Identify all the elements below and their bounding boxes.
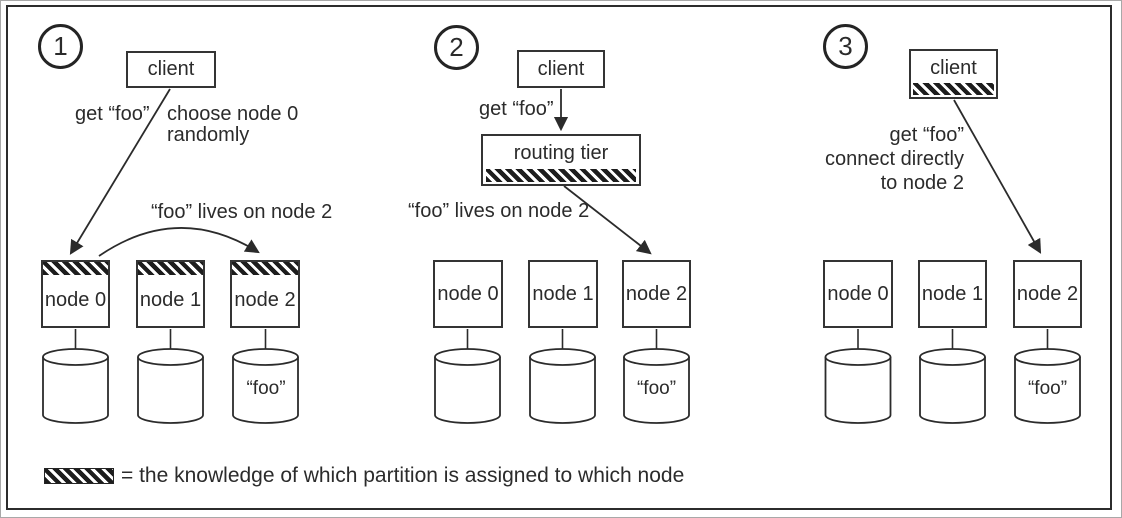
- node-label: node 1: [139, 288, 202, 311]
- arrow-routing-tier-to-node2: [563, 185, 652, 255]
- node-label: node 1: [921, 282, 984, 305]
- node-label: node 2: [234, 288, 296, 311]
- arrow-client-to-node2-direct: [953, 99, 1042, 254]
- panel-2-number-badge: 2: [434, 25, 479, 70]
- arrow-client-to-node0: [69, 88, 171, 255]
- panel-2-node-0-box: node 0: [433, 260, 503, 328]
- panel-2-node-1-box: node 1: [528, 260, 598, 328]
- partition-knowledge-hatch: [913, 83, 994, 95]
- panel-1-request-label: get “foo”: [75, 103, 150, 125]
- disk-cylinder: [42, 357, 109, 424]
- arrow-node0-to-node2-curved: [98, 227, 260, 257]
- panel-3-client-box: client: [909, 49, 998, 99]
- node-label: node 0: [437, 282, 499, 305]
- panel-3-request-label: get “foo” connect directly to node 2: [825, 124, 964, 194]
- partition-knowledge-hatch: [138, 262, 203, 275]
- panel-number: 3: [838, 31, 853, 61]
- panel-2-client-box: client: [517, 50, 605, 88]
- routing-tier-label: routing tier: [513, 141, 609, 164]
- panel-1-note-label: choose node 0 randomly: [167, 103, 299, 146]
- panel-2-node-2-box: node 2: [622, 260, 691, 328]
- database-cylinders: [42, 348, 1081, 424]
- node-label: node 2: [1016, 282, 1079, 305]
- node-label: node 2: [625, 282, 688, 305]
- partition-knowledge-hatch: [43, 262, 108, 275]
- panel-3-node-0-box: node 0: [823, 260, 893, 328]
- panel-1-forward-label: “foo” lives on node 2: [151, 201, 333, 223]
- client-label: client: [537, 57, 585, 80]
- panel-3-number-badge: 3: [823, 24, 868, 69]
- panel-1-disk-data-label: “foo”: [246, 378, 286, 399]
- client-label: client: [930, 56, 977, 79]
- node-label: node 1: [532, 282, 594, 305]
- panel-1-node-0-box: node 0: [41, 260, 110, 328]
- panel-3-node-2-box: node 2: [1013, 260, 1082, 328]
- panel-3-disk-data-label: “foo”: [1027, 378, 1068, 399]
- panel-2-routing-tier-box: routing tier: [481, 134, 641, 186]
- panel-1-node-1-box: node 1: [136, 260, 205, 328]
- panel-2-disk-data-label: “foo”: [636, 378, 677, 399]
- panel-1-number-badge: 1: [38, 24, 83, 69]
- legend-text: = the knowledge of which partition is as…: [121, 464, 685, 487]
- disk-cylinder-top: [42, 348, 109, 366]
- panel-2-request-label: get “foo”: [479, 98, 554, 120]
- partition-knowledge-hatch: [486, 169, 636, 182]
- node-label: node 0: [44, 288, 107, 311]
- figure-border: [6, 5, 1112, 510]
- panel-1-node-2-box: node 2: [230, 260, 300, 328]
- panel-number: 2: [449, 32, 464, 62]
- client-label: client: [147, 58, 195, 80]
- node-label: node 0: [827, 282, 889, 305]
- partition-knowledge-hatch: [232, 262, 298, 275]
- panel-3-node-1-box: node 1: [918, 260, 987, 328]
- panel-2-route-label: “foo” lives on node 2: [408, 200, 590, 222]
- legend-hatch-swatch: [44, 468, 114, 484]
- panel-1-client-box: client: [126, 51, 216, 88]
- panel-number: 1: [53, 31, 68, 61]
